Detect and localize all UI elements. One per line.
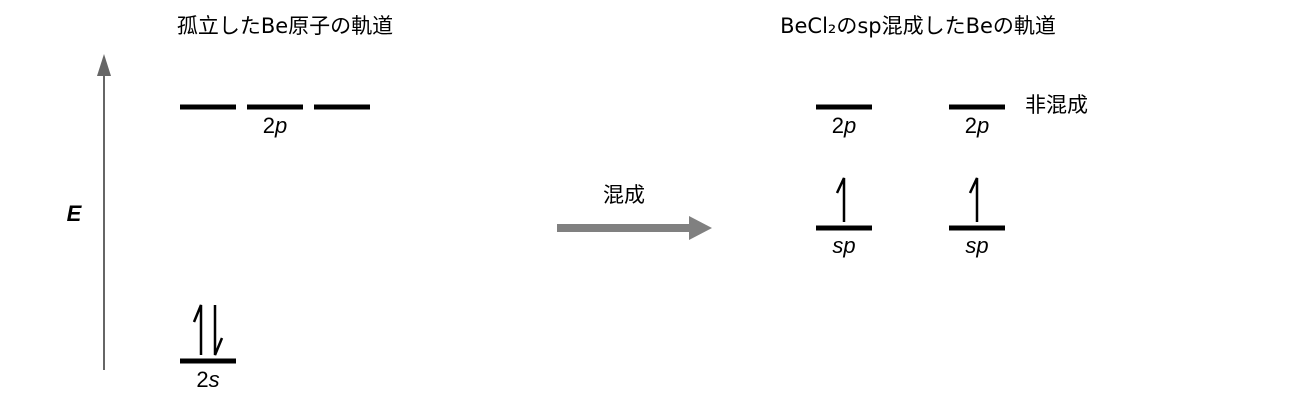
right-title: BeCl₂のsp混成したBeの軌道 (780, 14, 1056, 38)
right-sp-label-2: sp (965, 233, 988, 258)
hybridization-arrow: 混成 (557, 183, 712, 240)
energy-axis-label: E (67, 201, 83, 226)
left-2p-label: 2p (263, 113, 288, 138)
electron-spin-up (192, 304, 203, 355)
right-2p-label-1: 2p (832, 113, 857, 138)
left-2p-label-letter: p (274, 113, 287, 138)
unhybridized-label: 非混成 (1025, 93, 1088, 117)
right-sp-orbitals: sp sp (816, 177, 1005, 258)
right-2p-label-2-letter: p (976, 113, 989, 138)
left-2p-orbitals: 2p (180, 104, 370, 138)
arrow-shaft (557, 224, 689, 232)
right-sp-label-1: sp (832, 233, 855, 258)
right-2p-label-2-number: 2 (965, 113, 977, 138)
electron-spin-up-sp-1 (835, 177, 846, 222)
right-2p-label-1-number: 2 (832, 113, 844, 138)
electron-spin-up-sp-2 (968, 177, 979, 222)
left-2s-label: 2s (196, 367, 219, 392)
left-2s-label-number: 2 (196, 367, 208, 392)
right-2p-label-1-letter: p (843, 113, 856, 138)
electron-spin-down (213, 305, 224, 356)
hybridization-label: 混成 (603, 183, 645, 207)
arrow-head (689, 216, 712, 240)
left-2s-label-letter: s (209, 367, 220, 392)
right-2p-label-2: 2p (965, 113, 990, 138)
left-2p-label-number: 2 (263, 113, 275, 138)
right-2p-orbitals: 2p 2p 非混成 (816, 93, 1088, 138)
left-2s-orbital: 2s (180, 304, 236, 392)
left-title: 孤立したBe原子の軌道 (177, 14, 393, 38)
energy-axis-arrowhead (97, 54, 111, 76)
